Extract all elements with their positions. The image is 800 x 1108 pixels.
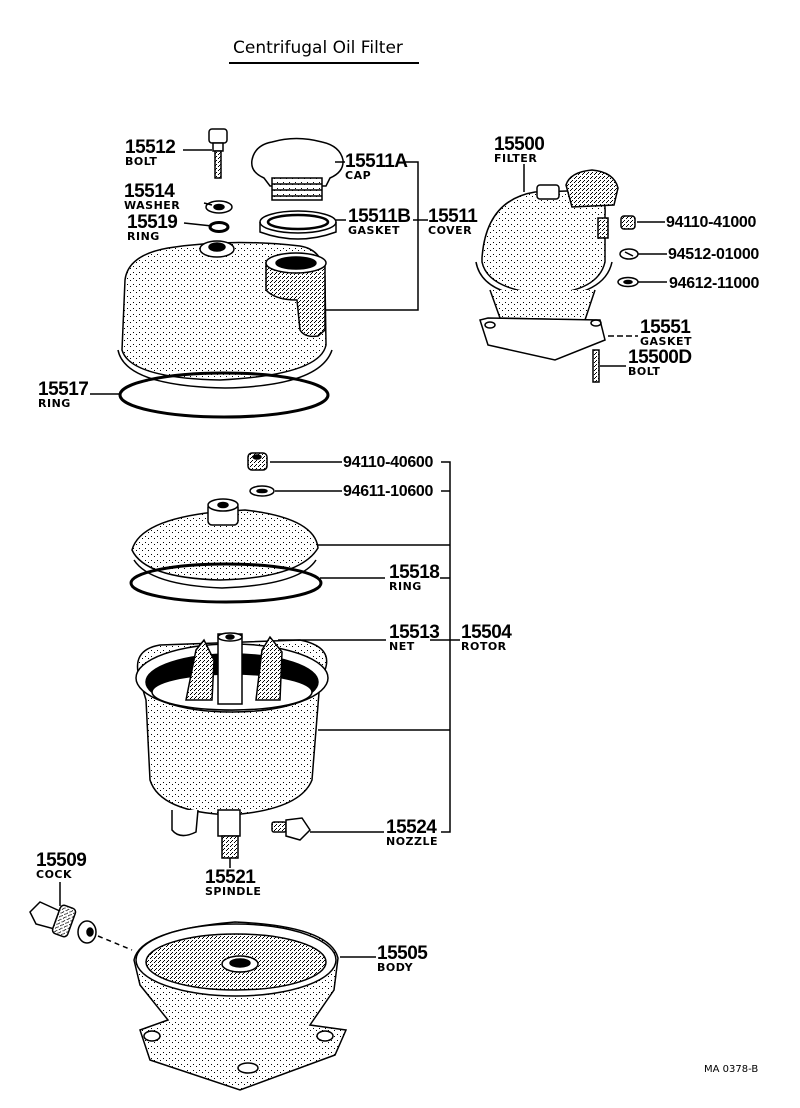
- label-15517: 15517 RING: [38, 379, 89, 410]
- part-name: RING: [389, 580, 422, 593]
- label-94512-01000: 94512-01000: [668, 246, 760, 263]
- label-15519: 15519 RING: [127, 212, 178, 243]
- leader-15514: [203, 202, 213, 206]
- rotor-cover-drawing: [131, 498, 319, 589]
- part-name: ROTOR: [461, 640, 507, 653]
- part-number: 15524: [386, 817, 437, 838]
- diagram-title: Centrifugal Oil Filter: [233, 38, 403, 58]
- part-name: BODY: [377, 961, 414, 974]
- label-15518: 15518 RING: [389, 562, 440, 593]
- label-15511a: 15511A CAP: [345, 152, 408, 181]
- part-name: FILTER: [494, 152, 538, 165]
- ring-15519-drawing: [208, 221, 230, 233]
- title-underline: [229, 62, 419, 64]
- bracket-15511: [326, 161, 419, 311]
- part-name: RING: [38, 397, 71, 410]
- part-name: GASKET: [640, 335, 693, 348]
- label-15500: 15500 FILTER: [494, 134, 545, 165]
- part-number: 15519: [127, 212, 178, 233]
- nut-94110-41000-drawing: [620, 215, 636, 230]
- washer-94611-10600-drawing: [249, 485, 275, 497]
- ring-15518-drawing: [129, 562, 323, 604]
- label-15509: 15509 COCK: [36, 850, 87, 881]
- drawing-code: MA 0378-B: [704, 1064, 759, 1075]
- label-15513: 15513 NET: [389, 622, 440, 653]
- bracket-15504: [441, 461, 451, 833]
- label-15511b: 15511B GASKET: [348, 207, 411, 236]
- part-number: 15514: [124, 181, 175, 202]
- label-15511: 15511 COVER: [428, 206, 478, 237]
- label-15514: 15514 WASHER: [124, 182, 180, 211]
- part-number: 15518: [389, 562, 440, 583]
- nozzle-15524-drawing: [271, 817, 311, 841]
- label-15504: 15504 ROTOR: [461, 622, 512, 653]
- part-number: 15509: [36, 850, 87, 871]
- label-15524: 15524 NOZZLE: [386, 818, 438, 847]
- part-name: BOLT: [125, 155, 158, 168]
- ring-15517-drawing: [118, 371, 330, 419]
- label-94110-40600: 94110-40600: [343, 454, 434, 471]
- label-15551: 15551 GASKET: [640, 318, 692, 347]
- label-94110-41000: 94110-41000: [666, 214, 757, 231]
- part-number: 15505: [377, 943, 428, 964]
- washer-94512-01000-drawing: [619, 248, 639, 260]
- nut-94110-40600-drawing: [247, 452, 268, 471]
- washer-94612-11000-drawing: [617, 276, 639, 288]
- part-name: SPINDLE: [205, 885, 262, 898]
- bolt-15512-drawing: [208, 128, 228, 179]
- body-15505-drawing: [133, 921, 348, 1091]
- part-name: COVER: [428, 224, 473, 237]
- part-name: RING: [127, 230, 160, 243]
- cover-15511-drawing: [117, 240, 333, 389]
- filter-15500-drawing: [475, 169, 619, 361]
- gasket-15511b-drawing: [259, 210, 337, 240]
- part-number: 15511B: [348, 206, 411, 227]
- part-number: 15511A: [345, 151, 408, 172]
- part-name: NET: [389, 640, 415, 653]
- part-number: 15511: [428, 206, 478, 227]
- rotor-15504-drawing: [135, 632, 329, 859]
- part-number: 15521: [205, 867, 256, 888]
- part-number: 15551: [640, 317, 691, 338]
- label-15521: 15521 SPINDLE: [205, 868, 261, 897]
- part-number: 15513: [389, 622, 440, 643]
- part-name: WASHER: [124, 199, 181, 212]
- part-number: 15504: [461, 622, 512, 643]
- cock-15509-drawing: [29, 901, 97, 944]
- part-number: 15512: [125, 137, 176, 158]
- part-number: 15500D: [628, 347, 692, 368]
- part-name: NOZZLE: [386, 835, 439, 848]
- label-15505: 15505 BODY: [377, 943, 428, 974]
- part-name: BOLT: [628, 365, 661, 378]
- label-15512: 15512 BOLT: [125, 137, 176, 168]
- cap-15511a-drawing: [251, 137, 344, 201]
- label-94611-10600: 94611-10600: [343, 483, 434, 500]
- leader-15519: [183, 222, 213, 227]
- part-number: 15517: [38, 379, 89, 400]
- part-number: 15500: [494, 134, 545, 155]
- part-name: CAP: [345, 169, 372, 182]
- bolt-15500d-drawing: [592, 349, 600, 383]
- washer-15514-drawing: [205, 200, 233, 214]
- part-name: COCK: [36, 868, 73, 881]
- label-94612-11000: 94612-11000: [669, 275, 760, 292]
- label-15500d: 15500D BOLT: [628, 348, 692, 377]
- part-name: GASKET: [348, 224, 401, 237]
